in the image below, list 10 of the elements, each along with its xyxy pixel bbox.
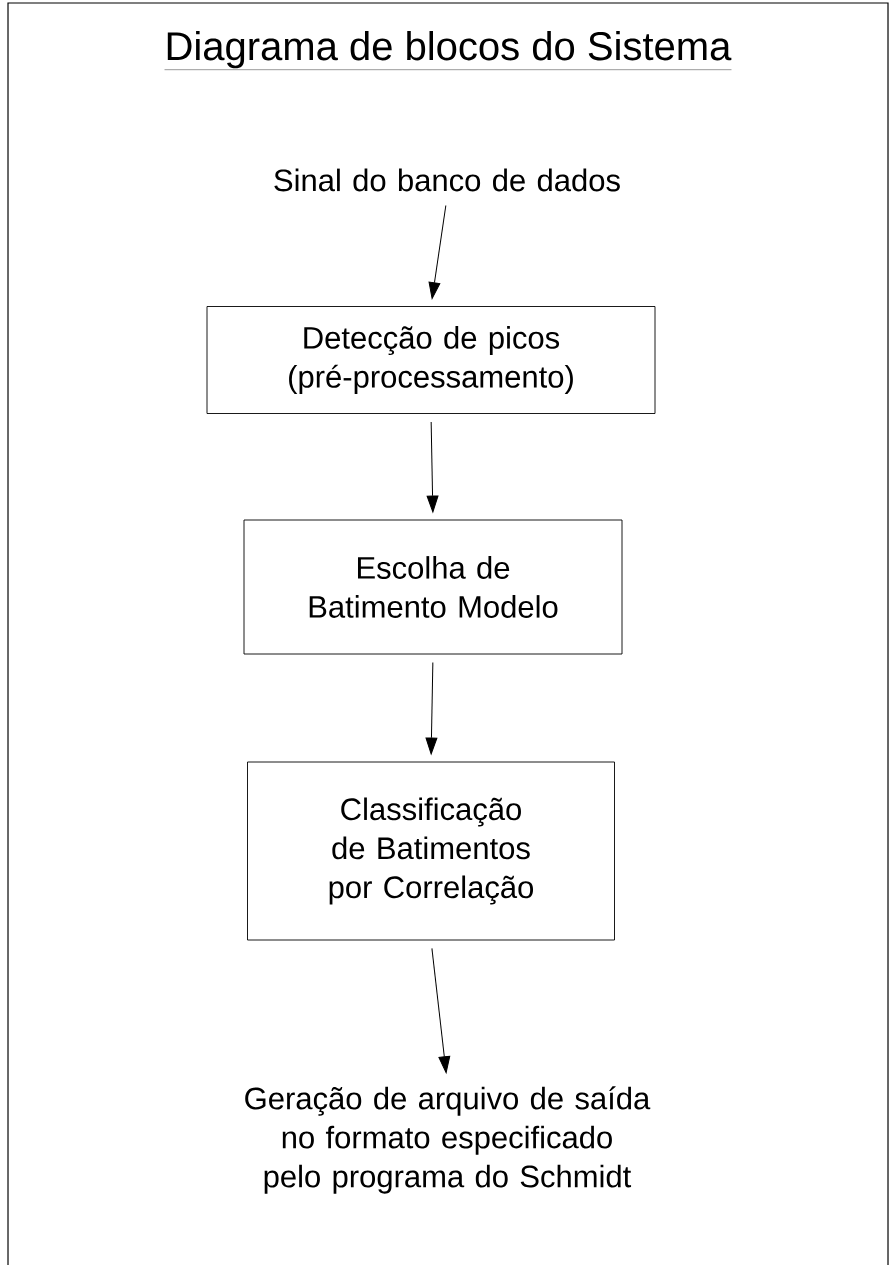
arrow [431,947,451,1074]
process-box: Detecção de picos (pré-processamento) [206,306,656,414]
process-box: Escolha de Batimento Modelo [243,519,623,655]
text-label: Geração de arquivo de saída no formato especificado pelo programa do Schmidt [245,1086,651,1194]
process-box: Classificação de Batimentos por Correlação [247,761,615,941]
title: Diagrama de blocos do Sistema [164,31,732,70]
arrow [428,205,447,300]
arrow [426,421,439,513]
arrow [425,661,438,755]
text-label: Sinal do banco de dados [274,168,620,192]
